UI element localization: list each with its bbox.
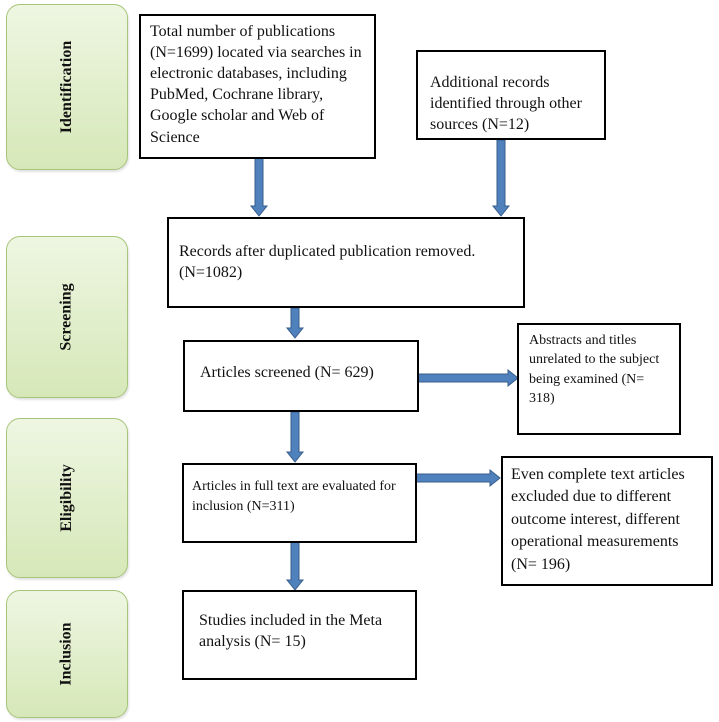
box-total-publications: Total number of publications (N=1699) lo… (139, 14, 376, 159)
box-full-text-excluded-text: Even complete text articles excluded due… (511, 466, 685, 573)
arrow-duplicates-to-screened (285, 307, 305, 339)
box-studies-included: Studies included in the Meta analysis (N… (182, 590, 417, 680)
box-articles-screened: Articles screened (N= 629) (183, 340, 419, 412)
box-additional-records-text: Additional records identified through ot… (430, 74, 582, 134)
box-articles-screened-text: Articles screened (N= 629) (200, 364, 374, 381)
box-additional-records: Additional records identified through ot… (416, 50, 606, 140)
phase-eligibility: Eligibility (6, 418, 128, 578)
phase-screening: Screening (6, 236, 128, 398)
box-total-publications-text: Total number of publications (N=1699) lo… (150, 23, 362, 146)
arrow-fulltext-to-included (285, 541, 305, 591)
box-full-text-evaluated: Articles in full text are evaluated for … (182, 463, 417, 543)
arrow-total-to-duplicates (249, 157, 269, 217)
box-unrelated-excluded-text: Abstracts and titles unrelated to the su… (529, 333, 660, 406)
arrow-additional-to-duplicates (491, 139, 511, 217)
box-full-text-evaluated-text: Articles in full text are evaluated for … (192, 479, 396, 515)
box-unrelated-excluded: Abstracts and titles unrelated to the su… (517, 323, 681, 435)
arrow-screened-to-fulltext (285, 411, 305, 463)
arrow-fulltext-to-excluded (415, 468, 501, 488)
arrow-screened-to-unrelated (417, 368, 519, 388)
box-after-duplicates-text: Records after duplicated publication rem… (179, 243, 476, 282)
box-studies-included-text: Studies included in the Meta analysis (N… (199, 612, 383, 651)
phase-identification: Identification (6, 4, 128, 170)
box-after-duplicates: Records after duplicated publication rem… (167, 217, 525, 308)
box-full-text-excluded: Even complete text articles excluded due… (501, 456, 713, 586)
phase-inclusion: Inclusion (6, 590, 128, 718)
